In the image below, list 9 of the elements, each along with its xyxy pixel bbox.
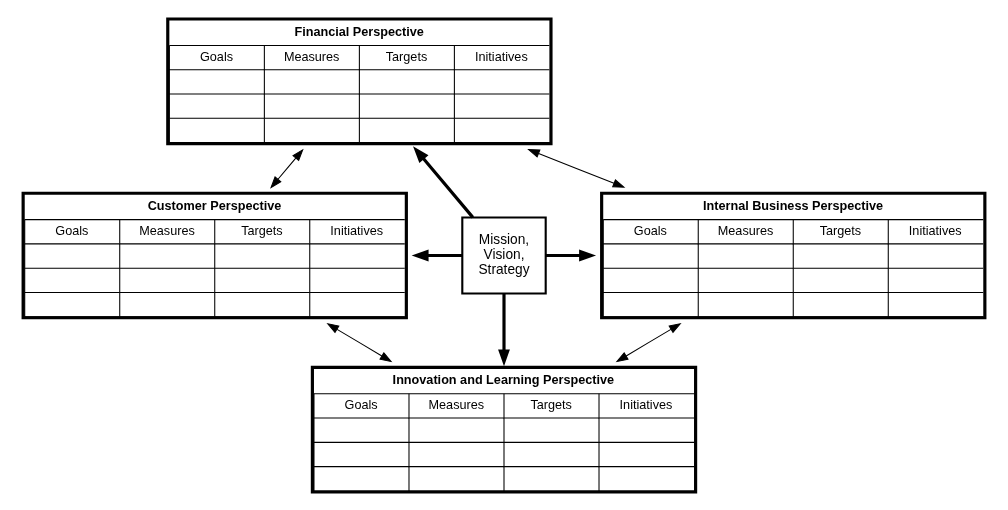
arrow	[326, 322, 393, 362]
arrow	[270, 148, 304, 189]
arrow	[411, 249, 463, 261]
arrow	[545, 249, 597, 261]
arrow	[527, 148, 626, 188]
arrow	[498, 293, 510, 366]
node-box: Mission, Vision, Strategy	[461, 215, 547, 295]
arrow	[413, 145, 475, 218]
arrow	[615, 322, 682, 362]
